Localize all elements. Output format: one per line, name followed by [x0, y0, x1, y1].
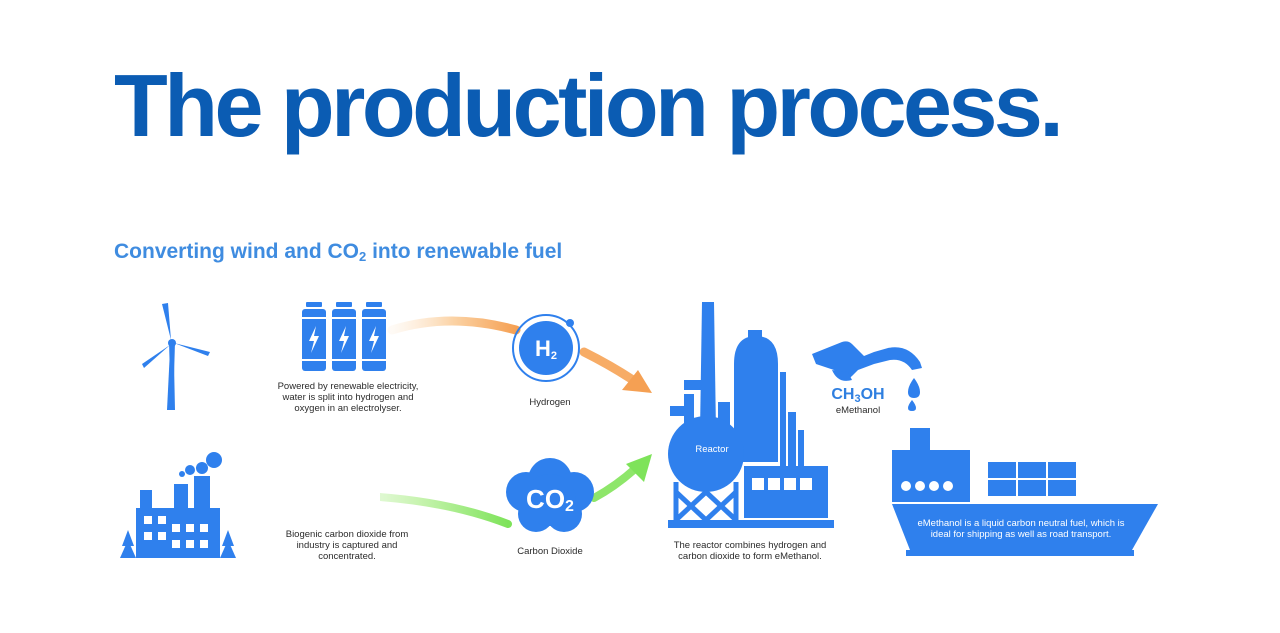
hydrogen-molecule-icon [512, 314, 580, 382]
co2-flow-arrow-right [590, 464, 640, 502]
co2-arrow-head [626, 454, 652, 482]
flow-arrows [380, 316, 652, 528]
ship-caption: eMethanol is a liquid carbon neutral fue… [917, 518, 1125, 540]
electrolyser-caption: Powered by renewable electricity, water … [277, 381, 419, 414]
reactor-caption: The reactor combines hydrogen and carbon… [673, 540, 827, 562]
hydrogen-flow-arrow-left [387, 316, 521, 335]
reactor-plant-icon [668, 302, 834, 528]
battery-electrolyser-icon [302, 302, 386, 371]
co2-flow-arrow-left [380, 493, 512, 528]
co2-label: Carbon Dioxide [517, 546, 583, 557]
reactor-label: Reactor [695, 444, 729, 455]
hydrogen-symbol: H2 [534, 336, 557, 362]
methanol-formula: CH3OH [831, 386, 885, 405]
page-title: The production process. [114, 56, 1064, 155]
hydrogen-arrow-head [622, 370, 652, 393]
industry-caption: Biogenic carbon dioxide from industry is… [285, 529, 409, 562]
hydrogen-label: Hydrogen [529, 397, 571, 408]
co2-cloud-icon [506, 458, 594, 532]
methanol-label: eMethanol [835, 405, 881, 416]
co2-symbol: CO2 [526, 484, 574, 515]
hydrogen-flow-arrow-right [579, 347, 641, 387]
wind-turbine-icon [142, 303, 210, 410]
ship-icon [892, 428, 1158, 556]
fuel-nozzle-icon [812, 341, 922, 411]
page-subtitle: Converting wind and CO2 into renewable f… [114, 240, 563, 264]
factory-icon [120, 452, 236, 558]
